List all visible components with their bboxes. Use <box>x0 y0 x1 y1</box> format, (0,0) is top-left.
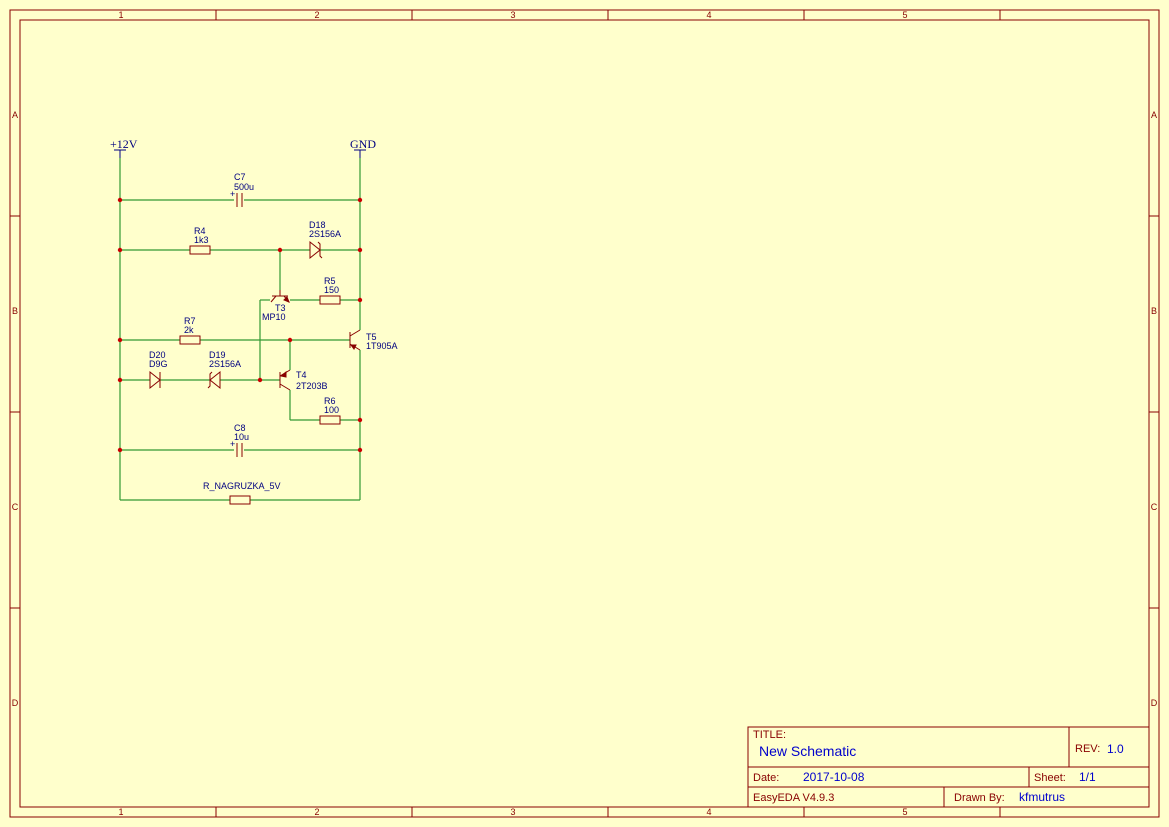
t4-value: 2T203B <box>296 381 328 391</box>
r7-value: 2k <box>184 325 194 335</box>
d20-value: D9G <box>149 359 168 369</box>
title-value: New Schematic <box>759 743 856 759</box>
t5-value: 1T905A <box>366 341 398 351</box>
drawn-by-label: Drawn By: <box>954 792 1005 804</box>
transistor-t4[interactable]: T4 2T203B <box>279 369 328 391</box>
d19-ref: D19 <box>209 350 226 360</box>
column-label-3-bottom: 3 <box>510 807 515 817</box>
row-label-c: C <box>12 502 19 512</box>
column-label-3: 3 <box>510 10 515 20</box>
d19-value: 2S156A <box>209 359 241 369</box>
column-label-4-bottom: 4 <box>706 807 711 817</box>
c7-value: 500u <box>234 182 254 192</box>
rev-value: 1.0 <box>1107 742 1124 756</box>
r4-value: 1k3 <box>194 235 209 245</box>
c7-ref: C7 <box>234 172 246 182</box>
junctions <box>117 197 363 453</box>
zener-diode-d18[interactable]: D18 2S156A <box>309 220 341 260</box>
row-label-b-right: B <box>1151 306 1157 316</box>
title-block: TITLE: New Schematic REV: 1.0 Date: 2017… <box>747 726 1150 808</box>
column-label-5-bottom: 5 <box>902 807 907 817</box>
r-nagruzka-ref: R_NAGRUZKA_5V <box>203 481 281 491</box>
capacitor-c7[interactable]: + C7 500u <box>230 172 254 207</box>
title-label: TITLE: <box>753 729 786 741</box>
zener-diode-d19[interactable]: D19 2S156A <box>207 350 241 390</box>
gnd-net-label: GND <box>350 137 376 151</box>
r4-ref: R4 <box>194 226 206 236</box>
diode-d20[interactable]: D20 D9G <box>149 350 168 390</box>
column-label-4: 4 <box>706 10 711 20</box>
app-version: EasyEDA V4.9.3 <box>753 792 834 804</box>
transistor-t3[interactable]: T3 MP10 <box>262 290 290 322</box>
row-label-c-right: C <box>1151 502 1158 512</box>
column-label-5: 5 <box>902 10 907 20</box>
row-label-a-right: A <box>1151 110 1157 120</box>
t3-value: MP10 <box>262 312 286 322</box>
capacitor-c8[interactable]: + C8 10u <box>230 423 249 457</box>
sheet-label: Sheet: <box>1034 772 1066 784</box>
row-label-a: A <box>12 110 18 120</box>
r6-value: 100 <box>324 405 339 415</box>
r7-ref: R7 <box>184 316 196 326</box>
resistor-r5[interactable]: R5 150 <box>319 276 341 305</box>
transistor-t5[interactable]: T5 1T905A <box>349 329 398 351</box>
c8-value: 10u <box>234 432 249 442</box>
date-label: Date: <box>753 772 779 784</box>
row-label-b: B <box>12 306 18 316</box>
d18-value: 2S156A <box>309 229 341 239</box>
t5-ref: T5 <box>366 332 377 342</box>
column-label-2: 2 <box>314 10 319 20</box>
t4-ref: T4 <box>296 370 307 380</box>
d20-ref: D20 <box>149 350 166 360</box>
resistor-r-nagruzka[interactable]: R_NAGRUZKA_5V <box>203 481 281 505</box>
vcc-power-symbol[interactable]: +12V <box>110 137 138 158</box>
d18-ref: D18 <box>309 220 326 230</box>
sheet-value: 1/1 <box>1079 770 1096 784</box>
wires <box>119 158 361 501</box>
r5-ref: R5 <box>324 276 336 286</box>
resistor-r4[interactable]: R4 1k3 <box>189 226 211 255</box>
vcc-net-label: +12V <box>110 137 138 151</box>
r6-ref: R6 <box>324 396 336 406</box>
t3-ref: T3 <box>275 303 286 313</box>
sheet-frame: 1 2 3 4 5 1 2 3 4 5 A B C D A B C D <box>9 9 1160 818</box>
rev-label: REV: <box>1075 743 1100 755</box>
column-label-1-bottom: 1 <box>118 807 123 817</box>
c8-ref: C8 <box>234 423 246 433</box>
resistor-r6[interactable]: R6 100 <box>319 396 341 425</box>
gnd-power-symbol[interactable]: GND <box>350 137 376 158</box>
row-label-d: D <box>12 698 19 708</box>
c8-polarity: + <box>230 439 235 449</box>
date-value: 2017-10-08 <box>803 770 865 784</box>
column-label-1: 1 <box>118 10 123 20</box>
drawn-by-value: kfmutrus <box>1019 790 1065 804</box>
column-label-2-bottom: 2 <box>314 807 319 817</box>
resistor-r7[interactable]: R7 2k <box>179 316 201 345</box>
row-label-d-right: D <box>1151 698 1158 708</box>
c7-polarity: + <box>230 189 235 199</box>
r5-value: 150 <box>324 285 339 295</box>
